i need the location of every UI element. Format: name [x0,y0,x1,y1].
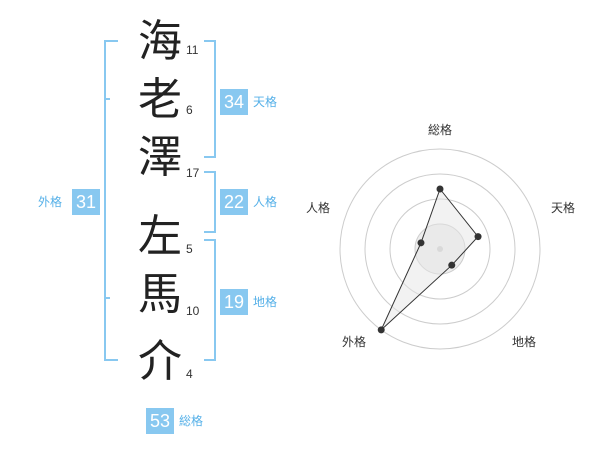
stroke-count-4: 5 [186,242,193,256]
stroke-count-3: 17 [186,166,200,180]
tenkaku-badge: 34 [220,89,248,115]
kanji-5: 馬 [138,269,182,320]
jinkaku-label: 人格 [253,195,278,209]
chikaku-badge: 19 [220,289,248,315]
tenkaku-label: 天格 [253,95,278,109]
radar-axis-label-chikaku: 地格 [512,334,536,349]
stroke-count-5: 10 [186,304,200,318]
radar-ring-3 [364,173,516,325]
kanji-4: 左 [138,211,182,262]
chikaku-bracket [204,239,216,361]
radar-axis-label-soukaku: 総格 [428,122,452,137]
kanji-3: 澤 [138,132,182,183]
gaikaku-label: 外格 [38,195,63,209]
stroke-count-6: 4 [186,367,193,381]
chikaku-label: 地格 [253,295,278,309]
soukaku-label: 総格 [179,414,204,428]
gaikaku-bracket-tick-1 [104,98,110,100]
tenkaku-bracket [204,40,216,158]
radar-axis-label-jinkaku: 人格 [306,200,330,215]
kanji-1: 海 [138,16,182,67]
radar-point-2 [474,233,482,241]
radar-point-1 [436,185,444,193]
radar-ring-4 [339,148,541,350]
radar-axis-label-gaikaku: 外格 [342,334,366,349]
radar-series-polygon [380,187,479,331]
stroke-count-2: 6 [186,103,193,117]
gaikaku-badge: 31 [72,189,100,215]
radar-point-3 [448,261,456,269]
radar-point-4 [377,326,385,334]
jinkaku-badge: 22 [220,189,248,215]
soukaku-badge: 53 [146,408,174,434]
jinkaku-bracket [204,171,216,233]
radar-axis-label-tenkaku: 天格 [551,200,575,215]
gaikaku-bracket [104,40,118,361]
radar-point-5 [417,239,425,247]
kanji-6: 介 [138,336,182,387]
kanji-2: 老 [138,74,182,125]
stroke-count-1: 11 [186,43,199,57]
gaikaku-bracket-tick-2 [104,297,110,299]
